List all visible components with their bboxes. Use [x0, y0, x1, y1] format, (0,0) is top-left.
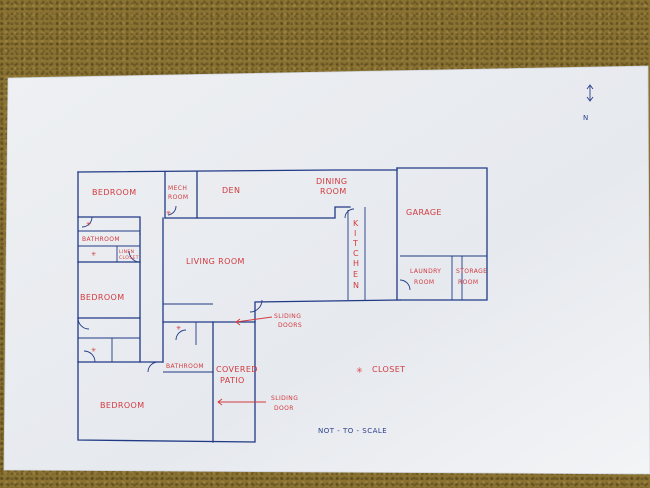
room-label-dining-line1: DINING	[316, 177, 347, 186]
room-label-bathroom-top: BATHROOM	[82, 236, 120, 243]
room-label-living-room: LIVING ROOM	[186, 257, 245, 266]
north-arrow-icon	[586, 84, 594, 102]
room-label-laundry-line1: LAUNDRY	[410, 268, 441, 275]
room-label-patio-line2: PATIO	[220, 376, 245, 385]
closet-marker-2: ✳	[91, 251, 96, 258]
closet-legend-symbol: ✳	[356, 366, 363, 375]
sliding-doors-line2: DOORS	[278, 322, 302, 329]
room-label-den: DEN	[222, 186, 240, 195]
kitchen-letter-1: K	[353, 219, 359, 228]
room-label-mech-line2: ROOM	[168, 194, 188, 201]
kitchen-letter-2: I	[354, 229, 357, 238]
room-label-bathroom-bottom: BATHROOM	[166, 363, 204, 370]
paper-sheet	[3, 65, 650, 475]
kitchen-letter-5: H	[353, 259, 359, 268]
sliding-door-arrowhead	[217, 398, 223, 406]
scale-note: NOT - TO - SCALE	[318, 427, 387, 435]
sliding-doors-arrow	[235, 316, 273, 323]
room-label-bedroom-mid: BEDROOM	[80, 293, 125, 302]
room-label-linen-line1: LINEN	[119, 249, 134, 255]
room-label-linen-line2: CLOSET	[119, 255, 139, 261]
room-label-patio-line1: COVERED	[216, 365, 258, 374]
room-label-bedroom-top: BEDROOM	[92, 188, 137, 197]
north-label: N	[583, 114, 589, 122]
sliding-door-line2: DOOR	[274, 405, 294, 412]
sliding-doors-line1: SLIDING	[274, 313, 301, 320]
room-label-dining-line2: ROOM	[320, 187, 347, 196]
room-label-garage: GARAGE	[406, 208, 442, 217]
room-label-mech-line1: MECH	[168, 185, 187, 192]
closet-legend-label: CLOSET	[372, 365, 405, 374]
kitchen-letter-3: T	[352, 239, 358, 248]
room-label-storage-line1: STORAGE	[456, 268, 487, 275]
kitchen-letter-7: N	[353, 281, 359, 290]
sliding-doors-arrowhead	[235, 318, 241, 326]
kitchen-letter-6: E	[353, 270, 358, 279]
sliding-door-line1: SLIDING	[271, 395, 298, 402]
kitchen-letter-4: C	[353, 249, 359, 258]
room-label-bedroom-bottom: BEDROOM	[100, 401, 145, 410]
room-label-laundry-line2: ROOM	[414, 279, 434, 286]
room-label-kitchen: K I T C H E N	[352, 219, 359, 290]
floor-plan-walls	[77, 167, 488, 443]
closet-marker-3: ✳	[91, 347, 96, 354]
closet-marker-5: ✳	[166, 210, 171, 217]
closet-marker-4: ✳	[176, 325, 181, 332]
closet-marker-1: ✳	[86, 221, 91, 228]
room-label-storage-line2: ROOM	[458, 279, 478, 286]
